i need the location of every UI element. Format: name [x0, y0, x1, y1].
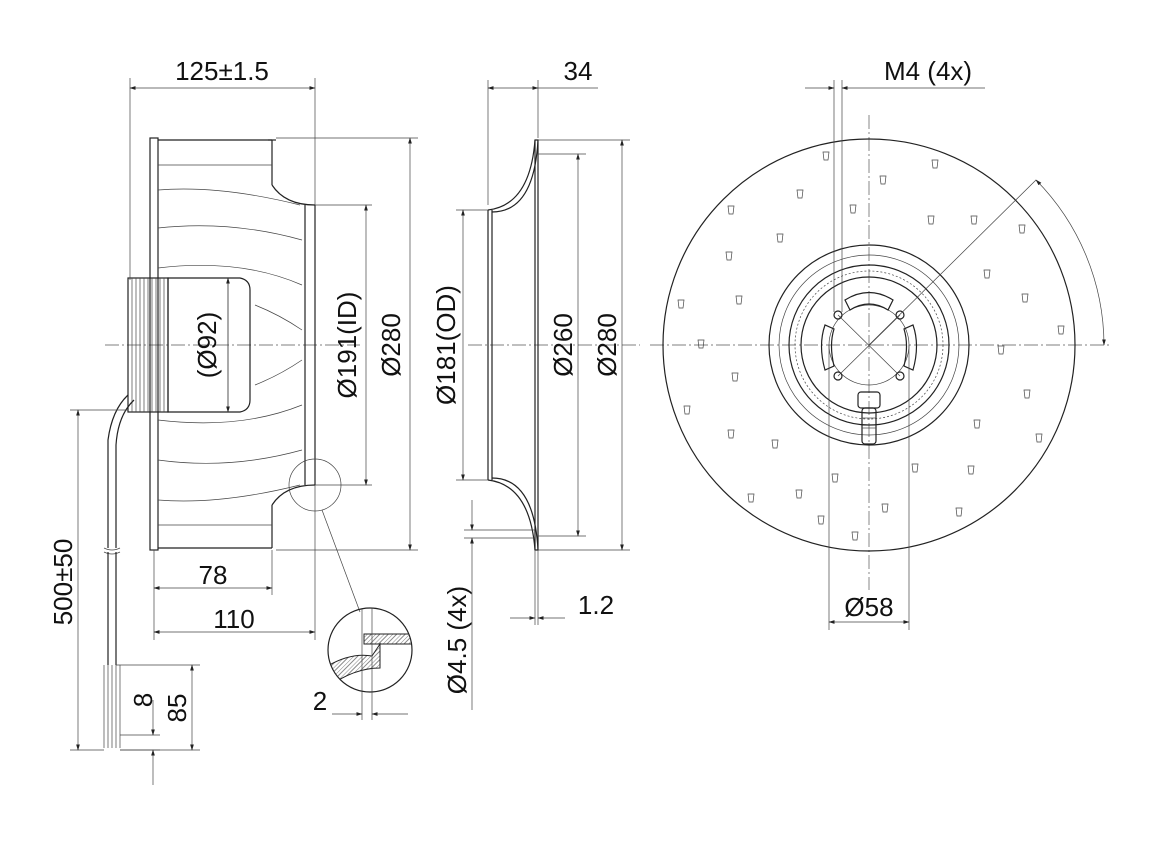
dim-depth-110: 110: [213, 604, 254, 634]
detail-marker: [288, 458, 342, 512]
blades: [157, 164, 303, 526]
detail-magnifier-icon: [327, 607, 413, 693]
screw-hole-4: [895, 371, 905, 381]
motor-fin-lines: [131, 278, 165, 412]
front-view: M4 (4x) Ø58: [650, 56, 1112, 630]
dim-strip-8: 8: [128, 693, 158, 707]
dim-strip-85: 85: [162, 694, 192, 723]
dim-outer-280: Ø280: [376, 313, 406, 377]
dim-detail-2: 2: [313, 686, 327, 716]
dim-ring-260: Ø260: [548, 313, 578, 377]
inlet-ring-circle: [768, 244, 970, 446]
dim-ring-280: Ø280: [592, 313, 622, 377]
dim-ring-od-181: Ø181(OD): [431, 285, 461, 405]
rotation-arrow-icon: [868, 179, 1106, 346]
motor-body: [167, 277, 251, 413]
side-view: 125±1.5 (Ø92) Ø191(ID) Ø280 78 110 500±5…: [48, 56, 418, 785]
dim-cable-500: 500±50: [48, 539, 78, 626]
screw-hole-1: [833, 310, 843, 320]
dim-ring-34: 34: [564, 56, 593, 86]
dim-thread-m4: M4 (4x): [884, 56, 972, 86]
backplate: [149, 137, 159, 551]
balance-clips: [677, 151, 1065, 541]
dim-holes-45: Ø4.5 (4x): [442, 586, 472, 694]
dim-inlet-id-191: Ø191(ID): [332, 292, 362, 399]
dim-depth-78: 78: [199, 560, 228, 590]
cable-wires: [103, 665, 121, 748]
screw-hole-3: [833, 371, 843, 381]
inlet-ring: 34 Ø181(OD) Ø260 Ø280 Ø4.5 (4x) 1.2: [431, 56, 640, 710]
dim-hub-58: Ø58: [844, 592, 893, 622]
screw-hole-2: [895, 310, 905, 320]
shroud-top: [271, 184, 316, 206]
dim-width-125: 125±1.5: [175, 56, 269, 86]
shroud-bottom: [271, 484, 316, 506]
cable: [107, 394, 129, 548]
motor-circle: [788, 264, 950, 426]
dim-motor-92: (Ø92): [192, 312, 222, 378]
dim-thickness-12: 1.2: [578, 590, 614, 620]
